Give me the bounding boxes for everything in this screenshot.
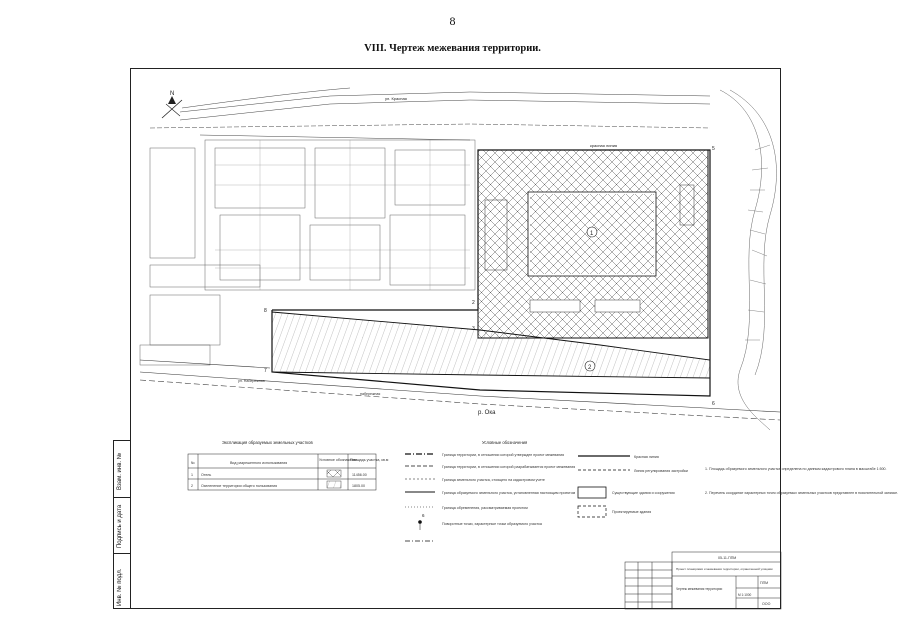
legend-item-3: Граница земельного участка, стоящего на … xyxy=(442,478,545,482)
left-grid xyxy=(215,140,470,290)
parcel-2-label: 2 xyxy=(588,365,592,371)
legend-item-8: Проектируемые здания xyxy=(612,510,651,514)
col-hatch: Условное обозначение xyxy=(319,458,357,462)
legend-right-1: Красная линия xyxy=(634,455,659,459)
drawing-sheet xyxy=(130,68,781,609)
territory-boundary xyxy=(271,149,711,397)
title-block-texts: 05-11-ППМ Проект планировки и межевания … xyxy=(676,556,773,606)
svg-text:ул. Набережная: ул. Набережная xyxy=(238,379,265,383)
legend-right-2: Линия регулирования застройки xyxy=(634,469,688,473)
stamp-code: 05-11-ППМ xyxy=(718,556,736,560)
point-8: 8 xyxy=(264,308,267,314)
page-number: 8 xyxy=(449,14,456,28)
row1-num: 1 xyxy=(191,473,193,477)
row2-name: Озеленение территории общего пользования xyxy=(201,484,277,488)
legend-item-1: Граница территории, в отношении которой … xyxy=(442,453,564,457)
boundary-points: 2 3 5 6 7 8 xyxy=(264,146,715,407)
river-label: р. Ока xyxy=(478,410,496,416)
point-2: 2 xyxy=(472,300,475,306)
note-1: 1. Площадь образуемого земельного участк… xyxy=(705,467,887,471)
explication-table xyxy=(187,453,377,491)
street-lines xyxy=(149,87,711,141)
col-area: Площадь участка, кв.м xyxy=(350,458,389,462)
embankment xyxy=(719,89,777,431)
note-2: 2. Перечень координат характерных точек … xyxy=(705,491,898,495)
explication-title: Экспликация образуемых земельных участко… xyxy=(222,440,313,445)
point-7: 7 xyxy=(264,368,267,374)
point-marker-label: 6 xyxy=(422,513,425,518)
north-arrow-icon xyxy=(161,96,183,119)
point-5: 5 xyxy=(712,146,715,152)
col-name: Вид разрешенного использования xyxy=(230,461,287,465)
row1-name: Отель xyxy=(201,473,211,477)
legend-symbols xyxy=(405,453,630,542)
slope-hatch xyxy=(745,144,771,341)
svg-text:набережная: набережная xyxy=(360,392,380,396)
river-banks xyxy=(139,359,781,421)
legend-item-4: Граница образуемого земельного участка, … xyxy=(442,491,576,495)
stamp-org: ООО xyxy=(762,602,771,606)
point-3: 3 xyxy=(472,326,475,332)
title-block xyxy=(624,551,782,610)
stamp-stage: ППМ xyxy=(760,581,768,585)
row2-area: 1805.00 xyxy=(352,484,365,488)
red-line-label: красная линия xyxy=(590,143,617,148)
page-title: VIII. Чертеж межевания территории. xyxy=(364,43,541,54)
legend-item-2: Граница территории, в отношении которой … xyxy=(442,465,575,469)
col-num: № xyxy=(191,461,195,465)
legend-title: Условные обозначения xyxy=(482,440,527,445)
street-label: ул. Красная xyxy=(385,96,407,101)
row2-num: 2 xyxy=(191,484,193,488)
point-6: 6 xyxy=(712,401,715,407)
legend-texts: Граница территории, в отношении которой … xyxy=(442,453,688,526)
parcel-1-label: 1 xyxy=(590,231,594,237)
north-label: N xyxy=(170,91,174,97)
stamp-sheet-name: Чертеж межевания территории xyxy=(676,587,722,591)
side-stamp xyxy=(113,440,130,609)
stamp-description: Проект планировки и межевания территории… xyxy=(676,567,773,571)
stamp-scale: М 1:1000 xyxy=(738,593,752,597)
legend-item-6: Поворотные точки, характерные точки обра… xyxy=(442,522,542,526)
legend-item-5: Граница обременения, рассматриваемая про… xyxy=(442,506,528,510)
notes: 1. Площадь образуемого земельного участк… xyxy=(705,467,898,495)
row1-area: 11456.00 xyxy=(352,473,367,477)
legend-item-7: Существующие здания и сооружения xyxy=(612,491,675,495)
